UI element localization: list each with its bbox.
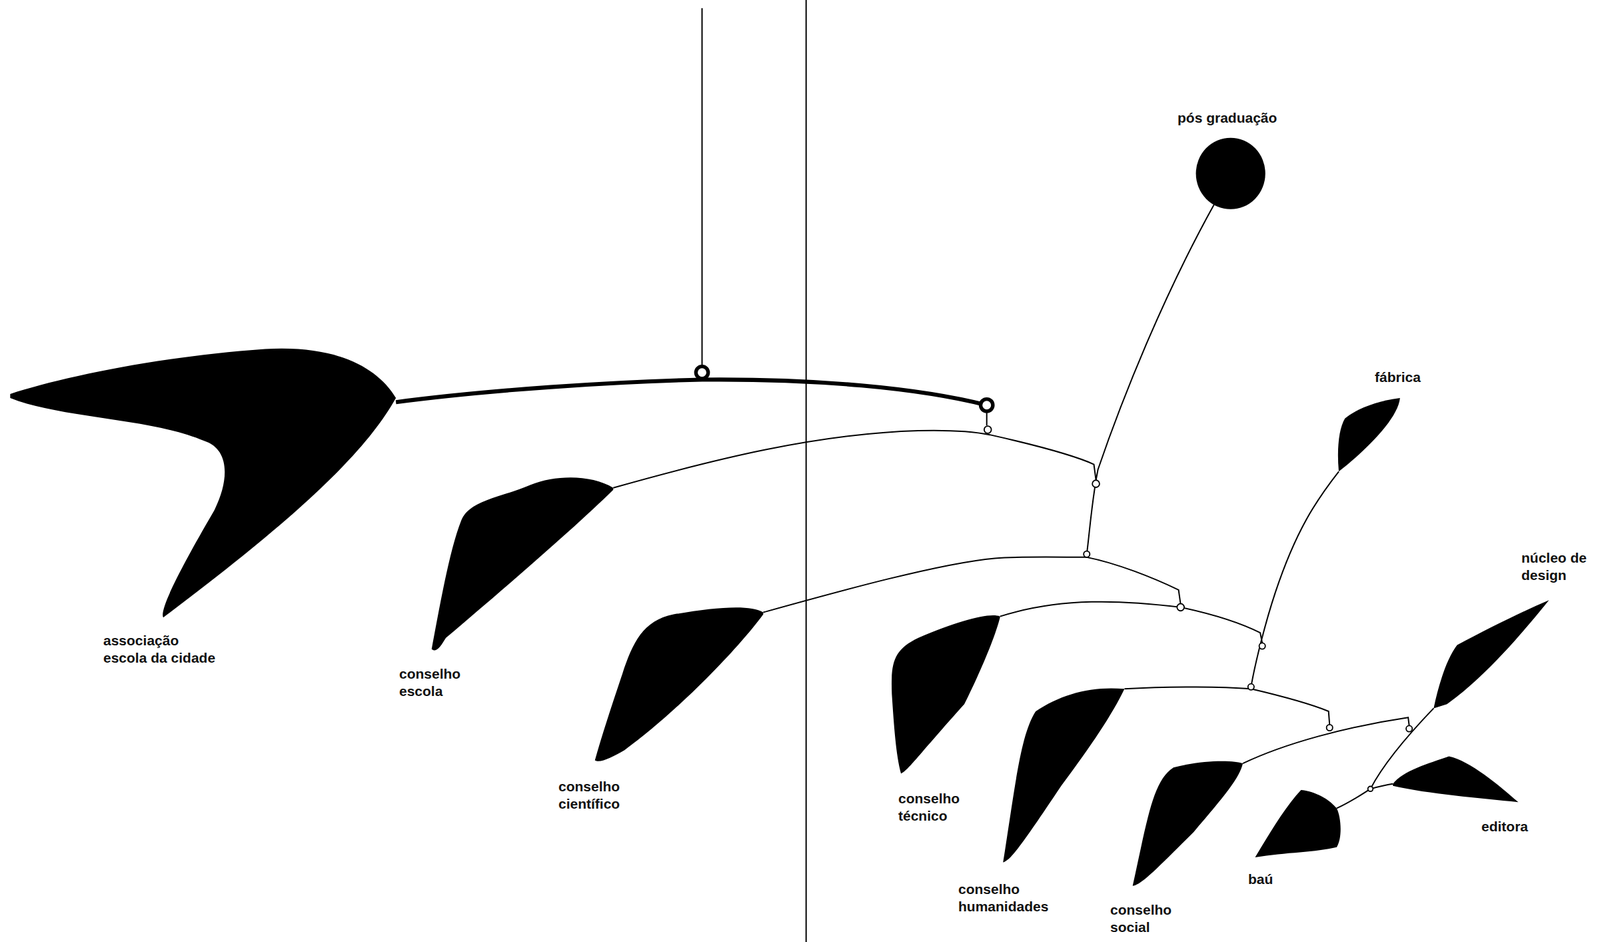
mobile-piece-label: conselho humanidades: [958, 880, 967, 916]
piece-label: associação escola da cidade: [103, 631, 218, 668]
mobile-piece-label: fábrica: [1374, 368, 1423, 386]
piece-label: conselho escola: [399, 665, 408, 701]
mobile-piece-label: conselho escola: [399, 665, 408, 701]
piece-label: conselho humanidades: [958, 880, 967, 916]
piece-label: pós graduação: [1177, 109, 1279, 127]
mobile-piece-label: associação escola da cidade: [103, 631, 218, 668]
mobile-piece-label: editora: [1481, 817, 1531, 835]
piece-label: conselho técnico: [898, 789, 907, 825]
mobile-piece-label: núcleo de design: [1521, 549, 1589, 585]
piece-label: núcleo de design: [1521, 549, 1589, 585]
mobile-piece-label: baú: [1248, 870, 1275, 888]
mobile-piece-label: pós graduação: [1177, 109, 1279, 127]
mobile-piece-label: conselho científico: [558, 777, 568, 813]
mobile-piece-label: conselho técnico: [898, 789, 907, 825]
mobile-piece-label: conselho social: [1110, 900, 1119, 937]
piece-label: fábrica: [1374, 368, 1423, 386]
piece-label: conselho científico: [558, 777, 568, 813]
piece-label: conselho social: [1110, 900, 1119, 937]
piece-label: editora: [1481, 817, 1531, 835]
piece-label: baú: [1248, 870, 1275, 888]
